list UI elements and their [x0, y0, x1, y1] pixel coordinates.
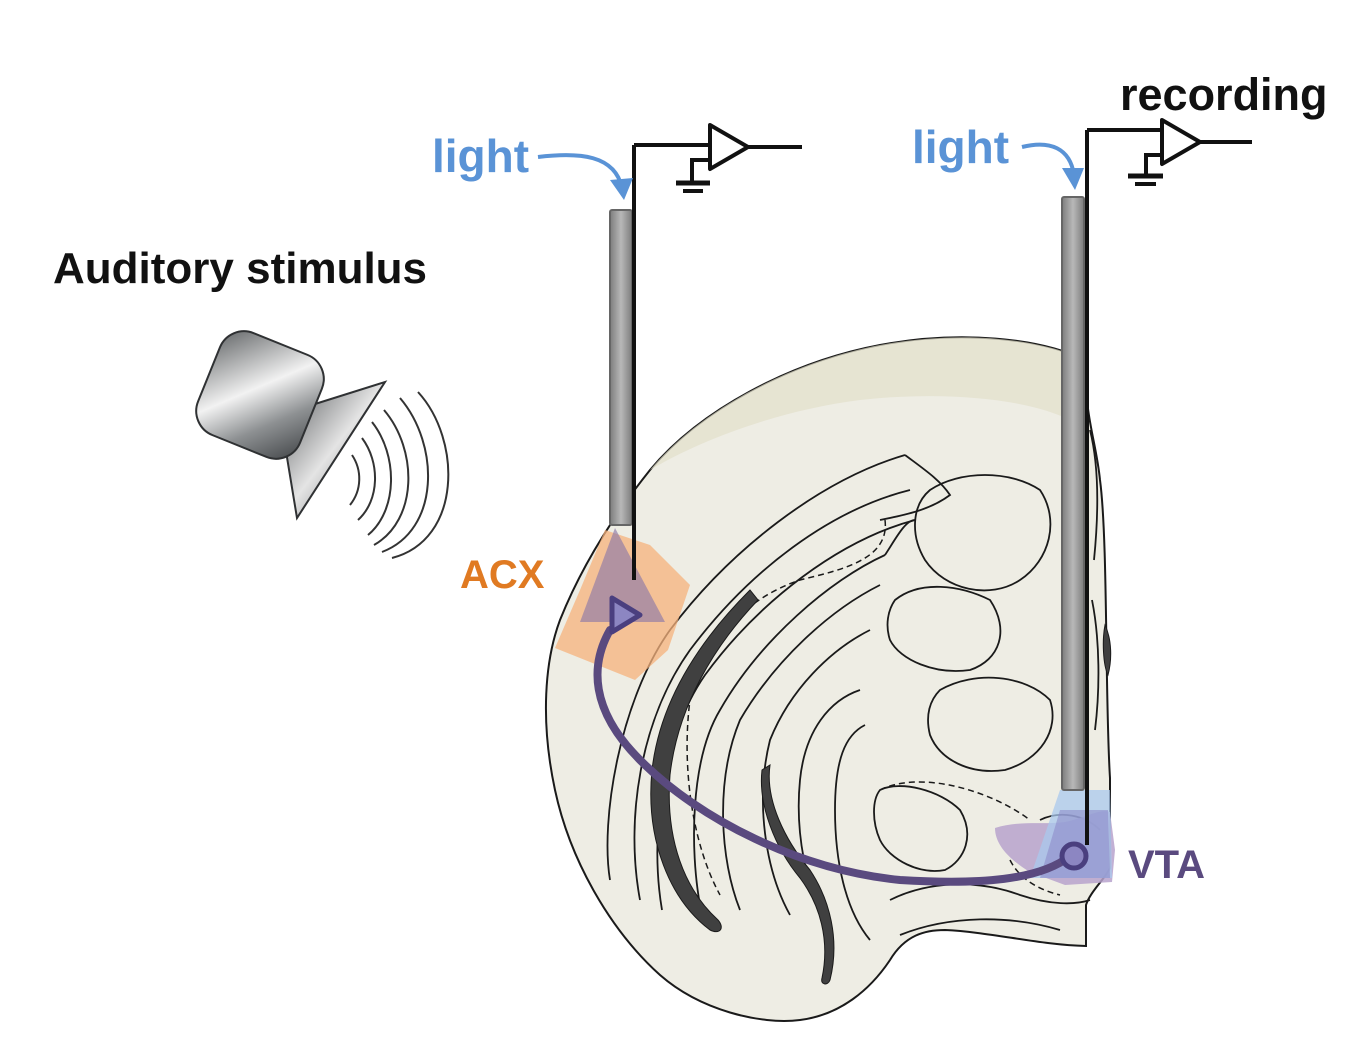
sound-wave-icon: [349, 391, 450, 559]
optical-fiber-left: [609, 209, 633, 526]
vta-acx-projection: [593, 595, 1089, 886]
light-label-left: light: [432, 130, 529, 182]
amplifier-icon-left: [708, 123, 750, 171]
acx-light-cone: [580, 528, 665, 622]
amplifier-icon-right: [1160, 118, 1202, 166]
acx-label: ACX: [460, 553, 545, 597]
optrode-left: [537, 123, 802, 580]
optical-fiber-right: [1061, 196, 1085, 791]
optrode-right: [1021, 118, 1252, 845]
cortex-tint: [650, 337, 1085, 470]
auditory-stimulus-label: Auditory stimulus: [53, 244, 427, 293]
light-label-right: light: [912, 121, 1009, 173]
brain-section: [544, 336, 1112, 1022]
recording-label: recording: [1120, 69, 1328, 120]
speaker-icon: [195, 330, 388, 521]
acx-terminal-triangle: [609, 595, 643, 635]
vta-soma-icon: [1059, 841, 1089, 871]
brain-outline: [544, 336, 1111, 1022]
vta-label: VTA: [1128, 843, 1205, 887]
